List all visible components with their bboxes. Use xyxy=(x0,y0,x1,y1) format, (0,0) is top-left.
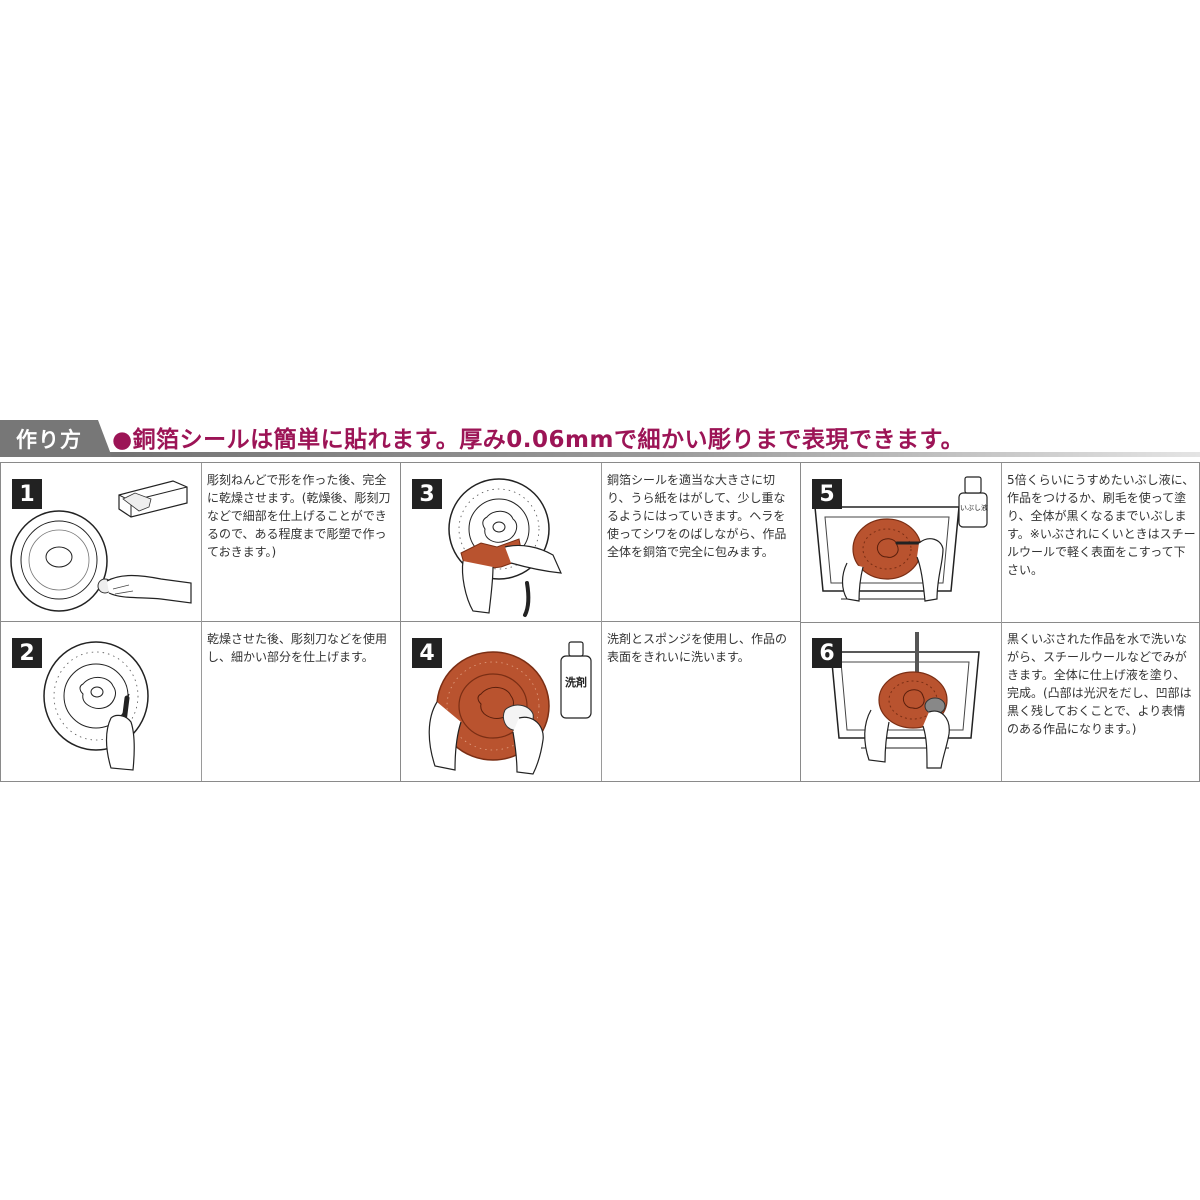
step-3: 3 銅箔シールを適当な大きさに切り、うら紙をはがして、少し重なるようにはっていき… xyxy=(401,463,801,622)
section-tab: 作り方 xyxy=(0,420,112,457)
step-5: いぶし液 5 5倍くらいにうすめたいぶし液に、作品をつけるか、刷毛を使って塗り、… xyxy=(801,463,1200,623)
copper-foil-plate-icon xyxy=(448,478,562,617)
clay-plate-icon xyxy=(10,480,192,612)
rinse-polish-icon xyxy=(830,632,980,769)
step-number: 3 xyxy=(412,479,442,509)
section-header: 作り方 ●銅箔シールは簡単に貼れます。厚み0.06mmで細かい彫りまで表現できま… xyxy=(0,412,1200,458)
step-5-illustration: いぶし液 5 xyxy=(801,463,1001,622)
step-divider xyxy=(601,622,602,781)
step-divider xyxy=(201,463,202,622)
step-description: 5倍くらいにうすめたいぶし液に、作品をつけるか、刷毛を使って塗り、全体が黒くなる… xyxy=(1007,473,1196,577)
bottle-label: いぶし液 xyxy=(960,504,988,512)
step-description: 乾燥させた後、彫刻刀などを使用し、細かい部分を仕上げます。 xyxy=(207,632,388,664)
step-number: 6 xyxy=(812,638,842,668)
section-title: ●銅箔シールは簡単に貼れます。厚み0.06mmで細かい彫りまで表現できます。 xyxy=(112,427,965,453)
step-divider xyxy=(1001,463,1002,622)
step-number: 1 xyxy=(12,479,42,509)
step-1: 1 彫刻ねんどで形を作った後、完全に乾燥させます。(乾燥後、彫刻刀などで細部を仕… xyxy=(1,463,401,622)
bottle-label: 洗剤 xyxy=(565,676,587,689)
step-2: 2 乾燥させた後、彫刻刀などを使用し、細かい部分を仕上げます。 xyxy=(1,622,401,781)
step-1-illustration: 1 xyxy=(1,463,201,622)
step-3-illustration: 3 xyxy=(401,463,601,622)
step-number: 5 xyxy=(812,479,842,509)
step-6: 6 黒くいぶされた作品を水で洗いながら、スチールウールなどでみがきます。全体に仕… xyxy=(801,622,1200,781)
step-description: 銅箔シールを適当な大きさに切り、うら紙をはがして、少し重なるようにはっていきます… xyxy=(607,473,787,559)
step-4: 洗剤 4 洗剤とスポンジを使用し、作品の表面をきれいに洗います。 xyxy=(401,622,801,781)
step-divider xyxy=(1001,622,1002,781)
wash-sponge-icon xyxy=(428,641,592,775)
steps-grid: 1 彫刻ねんどで形を作った後、完全に乾燥させます。(乾燥後、彫刻刀などで細部を仕… xyxy=(0,462,1200,782)
step-6-illustration: 6 xyxy=(801,622,1001,781)
carving-tool-icon xyxy=(43,641,149,771)
step-description: 彫刻ねんどで形を作った後、完全に乾燥させます。(乾燥後、彫刻刀などで細部を仕上げ… xyxy=(207,473,391,559)
step-description: 洗剤とスポンジを使用し、作品の表面をきれいに洗います。 xyxy=(607,632,788,664)
step-description: 黒くいぶされた作品を水で洗いながら、スチールウールなどでみがきます。全体に仕上げ… xyxy=(1007,632,1192,736)
patina-tray-icon xyxy=(814,476,988,602)
step-divider xyxy=(601,463,602,622)
step-divider xyxy=(201,622,202,781)
step-number: 2 xyxy=(12,638,42,668)
step-number: 4 xyxy=(412,638,442,668)
header-rule xyxy=(0,452,1200,457)
step-4-illustration: 洗剤 4 xyxy=(401,622,601,781)
step-2-illustration: 2 xyxy=(1,622,201,781)
